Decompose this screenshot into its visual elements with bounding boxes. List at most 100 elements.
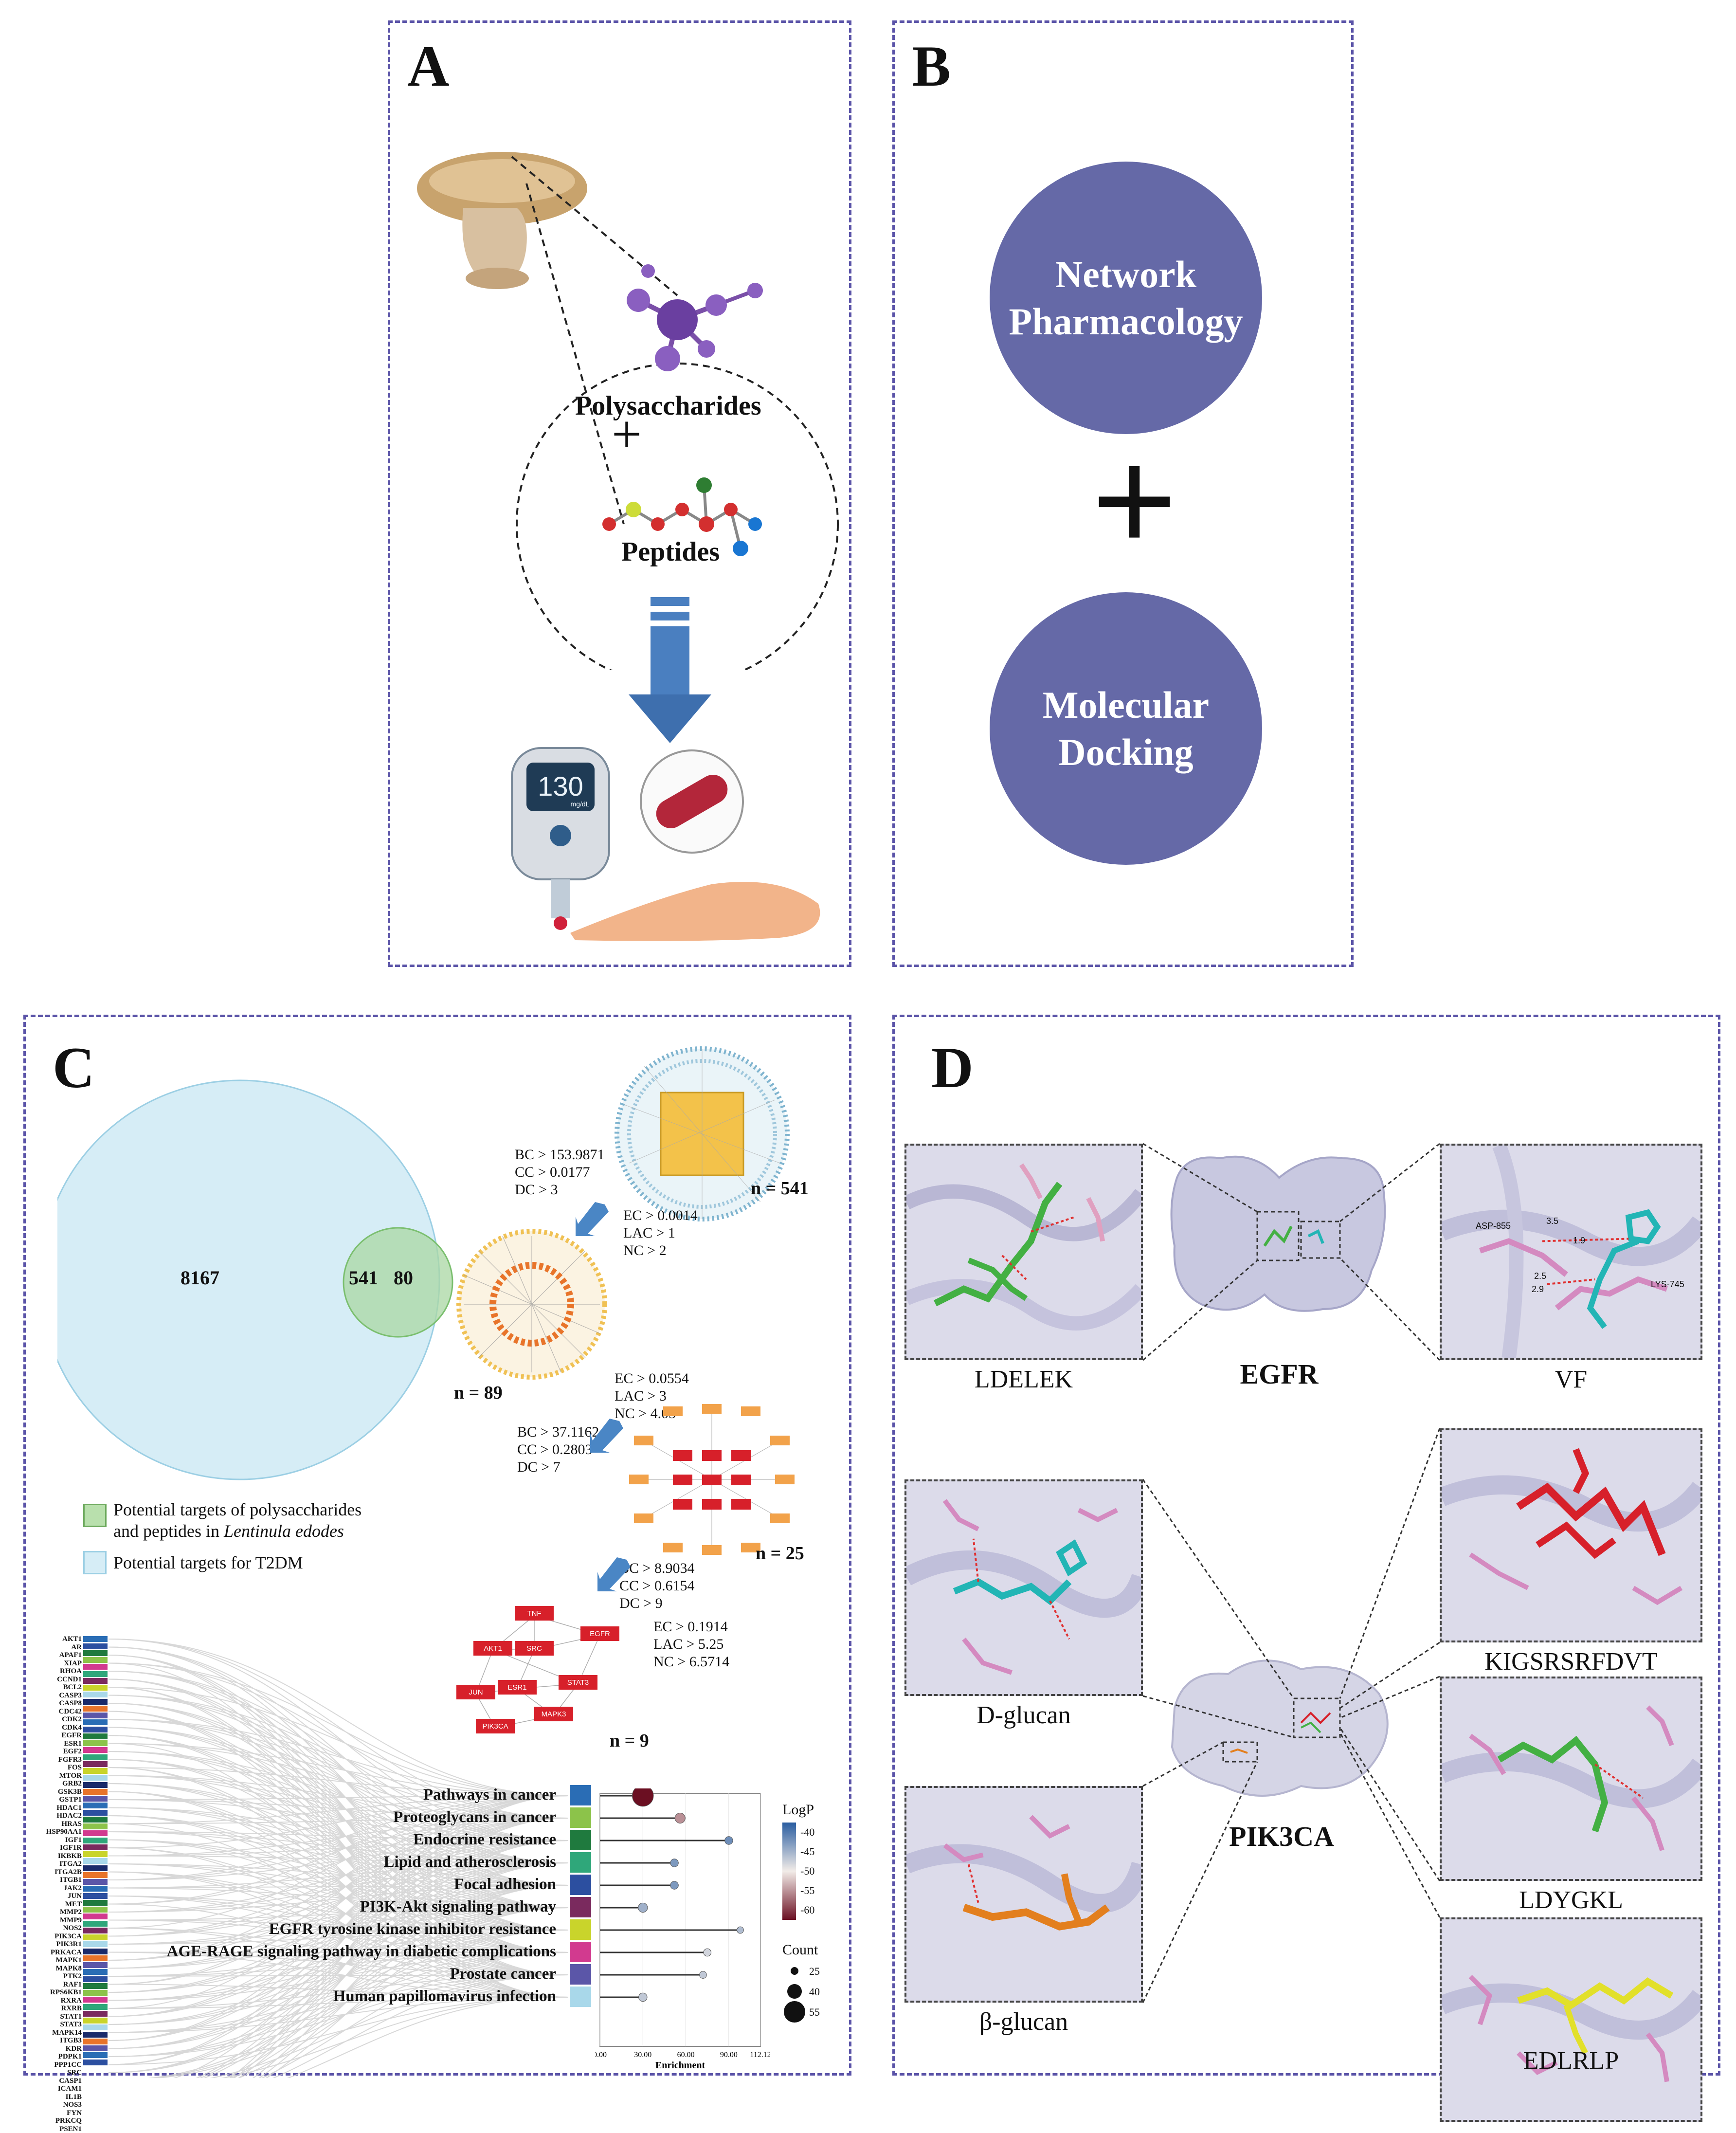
pathway-label: Proteoglycans in cancer — [393, 1808, 556, 1826]
gene-label: CCND1 — [36, 1676, 82, 1684]
gene-label: JUN — [36, 1892, 82, 1900]
lollipop-point — [725, 1837, 733, 1845]
gene-color-bar — [83, 1962, 108, 1968]
gene-color-bar — [83, 1650, 108, 1656]
gene-label: NOS2 — [36, 1924, 82, 1932]
gene-label: XIAP — [36, 1659, 82, 1668]
pathway-label: Prostate cancer — [450, 1965, 556, 1983]
gene-color-bar — [83, 1671, 108, 1677]
gene-color-bar — [83, 1636, 108, 1642]
gene-color-bar — [83, 1803, 108, 1808]
gene-label: ITGB3 — [36, 2037, 82, 2045]
gene-color-bar — [83, 1678, 108, 1684]
pathway-label: AGE-RAGE signaling pathway in diabetic c… — [167, 1943, 556, 1961]
pathway-color-box — [570, 1897, 591, 1917]
pathway-color-box — [570, 1875, 591, 1895]
gene-label: IGF1 — [36, 1836, 82, 1844]
gene-label: ITGA2B — [36, 1868, 82, 1877]
gene-label: ESR1 — [36, 1740, 82, 1748]
gene-color-bar — [83, 1886, 108, 1892]
gene-color-bar — [83, 1934, 108, 1940]
logp-tick: -45 — [800, 1845, 814, 1858]
gene-label: JAK2 — [36, 1884, 82, 1893]
pik3ca-zoom-lines — [895, 1017, 1723, 2078]
panel-a: A — [388, 20, 851, 967]
gene-color-bar — [83, 1727, 108, 1732]
gene-color-bar — [83, 1838, 108, 1843]
panel-c: C 8167 541 80 Potential targets of polys… — [23, 1015, 851, 2076]
gene-color-bar — [83, 1810, 108, 1816]
lollipop-point — [670, 1881, 679, 1890]
gene-color-bar — [83, 2052, 108, 2058]
gene-label: CDK2 — [36, 1715, 82, 1724]
gene-label: PIK3R1 — [36, 1940, 82, 1949]
lollipop-point — [670, 1859, 679, 1867]
logp-legend-title: LogP — [782, 1802, 814, 1818]
gene-color-bar — [83, 1789, 108, 1795]
circle2-line2: Docking — [1043, 729, 1209, 776]
gene-color-bar — [83, 1713, 108, 1718]
gene-color-bar — [83, 1921, 108, 1927]
gene-label: HSP90AA1 — [36, 1828, 82, 1836]
panel-a-label: A — [407, 33, 450, 100]
gene-label: CDK4 — [36, 1724, 82, 1732]
logp-tick: -55 — [800, 1884, 814, 1897]
meter-unit: mg/dL — [571, 800, 590, 808]
gene-color-bar — [83, 1719, 108, 1725]
gene-color-bar — [83, 1643, 108, 1649]
pathway-label: PI3K-Akt signaling pathway — [360, 1898, 556, 1916]
gene-label: GSTP1 — [36, 1796, 82, 1804]
meter-reading: 130 — [538, 771, 583, 802]
polysaccharides-label: Polysaccharides — [575, 390, 761, 421]
lollipop-point — [639, 1993, 647, 2001]
plus-sign-b: + — [1092, 427, 1177, 573]
gene-color-bar — [83, 1941, 108, 1947]
count-legend-dot — [787, 1984, 802, 1999]
pathway-label: Pathways in cancer — [423, 1786, 556, 1804]
peptides-label: Peptides — [621, 536, 720, 567]
gene-label: MTOR — [36, 1772, 82, 1780]
gene-color-bar — [83, 1796, 108, 1802]
count-legend-label: 55 — [809, 2006, 820, 2019]
gene-label: PRKCQ — [36, 2117, 82, 2125]
gene-color-bar — [83, 1983, 108, 1989]
down-arrow-icon — [629, 597, 711, 748]
lollipop-point — [704, 1949, 711, 1956]
panel-d: D LDELEK EGFR — [892, 1015, 1720, 2076]
gene-color-bar — [83, 1997, 108, 2003]
gene-label: ITGA2 — [36, 1860, 82, 1868]
count-legend-title: Count — [782, 1942, 818, 1958]
gene-label: IKBKB — [36, 1852, 82, 1860]
gene-color-bar — [83, 1657, 108, 1663]
gene-color-bar — [83, 1928, 108, 1933]
gene-label: HRAS — [36, 1820, 82, 1828]
lollipop-point — [700, 1971, 707, 1979]
gene-label: MAPK14 — [36, 2029, 82, 2037]
gene-label: FGFR3 — [36, 1756, 82, 1764]
gene-color-bar — [83, 1699, 108, 1705]
gene-color-bar — [83, 1733, 108, 1739]
pathway-color-box — [570, 1964, 591, 1985]
circle2-line1: Molecular — [1043, 681, 1209, 729]
gene-label: RAF1 — [36, 1981, 82, 1989]
count-legend-label: 40 — [809, 1986, 820, 1998]
chart-frame — [600, 1793, 760, 2046]
gene-color-bars — [83, 1635, 108, 2066]
x-tick-label: 112.12 — [750, 2051, 770, 2059]
logp-tick: -60 — [800, 1904, 814, 1916]
count-legend-label: 25 — [809, 1965, 820, 1978]
gene-color-bar — [83, 1782, 108, 1788]
gene-label: GSK3B — [36, 1788, 82, 1796]
gene-label: FOS — [36, 1764, 82, 1772]
pathway-label: EGFR tyrosine kinase inhibitor resistanc… — [269, 1920, 556, 1938]
gene-label: PRKACA — [36, 1949, 82, 1957]
gene-color-bar — [83, 1900, 108, 1906]
x-tick-label: 60.00 — [677, 2051, 695, 2059]
gene-color-bar — [83, 1817, 108, 1823]
lollipop-point — [737, 1927, 744, 1933]
gene-color-bar — [83, 2032, 108, 2038]
pathway-label: Endocrine resistance — [413, 1831, 556, 1849]
